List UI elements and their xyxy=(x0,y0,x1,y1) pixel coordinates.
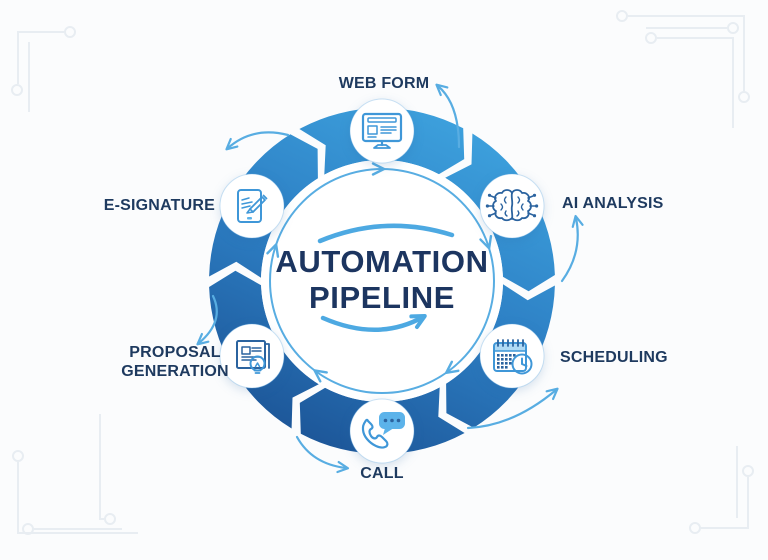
diagram-title: AUTOMATION PIPELINE xyxy=(252,244,512,316)
call-label: CALL xyxy=(360,465,404,482)
cycle-ring xyxy=(266,162,495,394)
brain-circuit-icon xyxy=(485,189,539,222)
arrowhead-icon xyxy=(336,460,350,474)
tablet-pen-icon xyxy=(237,189,268,223)
flow-arrow-to-e-signature xyxy=(226,131,290,150)
center-circle xyxy=(261,160,503,402)
cycle-arrowhead-icon xyxy=(479,234,493,250)
arrowhead-icon xyxy=(225,137,239,151)
flow-arrow-to-call xyxy=(295,435,348,470)
calendar-date-dots xyxy=(497,354,516,369)
circuit-top-left xyxy=(11,26,76,112)
circuit-bottom-right xyxy=(689,446,754,534)
title-cycle-arrows xyxy=(317,223,455,332)
proposal-label-line1: PROPOSAL xyxy=(129,344,221,361)
flow-arrow-to-proposal xyxy=(197,294,218,345)
document-lightbulb-icon xyxy=(236,340,270,374)
stage-ai-analysis xyxy=(479,173,545,239)
arrowhead-icon xyxy=(435,83,449,97)
proposal-label-line2: GENERATION xyxy=(121,363,229,381)
cycle-arc-bottom xyxy=(320,314,426,332)
stage-web-form xyxy=(349,98,415,164)
proposal-generation-label: PROPOSAL GENERATION xyxy=(90,343,260,381)
scheduling-label: SCHEDULING xyxy=(560,349,668,366)
stage-e-signature xyxy=(219,173,285,239)
cycle-arrowhead-icon xyxy=(266,243,280,258)
cycle-arc-top xyxy=(317,223,455,244)
flow-arrow-to-ai-analysis xyxy=(560,216,579,283)
flow-arrow-to-web-form xyxy=(436,84,461,149)
phone-chat-bubble-icon xyxy=(361,412,405,449)
cycle-arrowhead-icon xyxy=(444,360,460,374)
diagram-title-line2: PIPELINE xyxy=(308,280,456,315)
stage-scheduling xyxy=(479,323,545,389)
e-signature-label: E-SIGNATURE xyxy=(103,197,215,214)
diagram-title-line1: AUTOMATION xyxy=(275,244,489,279)
flow-arrows xyxy=(196,83,584,474)
circuit-bottom-left xyxy=(12,414,138,535)
cycle-arc-arrowhead-icon xyxy=(409,314,427,329)
stage-call xyxy=(349,398,415,464)
ai-analysis-label: AI ANALYSIS xyxy=(562,195,664,212)
circuit-top-right xyxy=(616,10,750,128)
flow-arrow-to-scheduling xyxy=(466,388,558,430)
arrowhead-icon xyxy=(545,387,559,401)
arrowhead-icon xyxy=(571,214,584,228)
cycle-arrowhead-icon xyxy=(313,369,328,383)
stage-proposal-generation xyxy=(219,323,285,389)
arrowhead-icon xyxy=(196,332,210,346)
web-form-label: WEB FORM xyxy=(338,75,430,92)
web-form-monitor-icon xyxy=(361,112,403,149)
calendar-clock-icon xyxy=(493,339,533,375)
cycle-arrowhead-icon xyxy=(371,162,386,176)
